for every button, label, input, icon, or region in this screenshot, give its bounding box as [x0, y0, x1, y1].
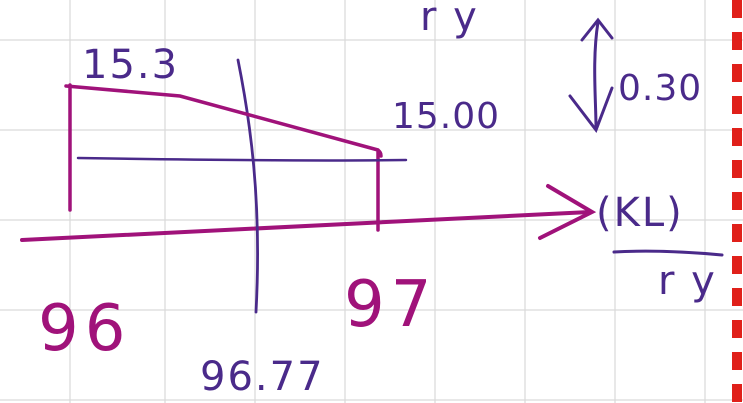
interpolation-lines	[64, 84, 408, 162]
value-15-00-label: 15.00	[392, 96, 500, 137]
top-fragment-label: r y	[420, 0, 479, 40]
delta-arrow	[568, 17, 614, 134]
value-96-77-label: 96.77	[200, 354, 325, 400]
axis-variable-top-label: (KL)	[596, 190, 684, 236]
value-97-label: 97	[344, 268, 437, 342]
fraction-stroke	[612, 249, 724, 257]
value-15-3-label: 15.3	[82, 42, 179, 88]
value-96-label: 96	[38, 292, 131, 366]
axis-arrow	[20, 184, 597, 242]
delta-0-30-label: 0.30	[618, 68, 702, 109]
axis-variable-bottom-label: r y	[658, 258, 717, 304]
tick-lines	[68, 58, 380, 314]
